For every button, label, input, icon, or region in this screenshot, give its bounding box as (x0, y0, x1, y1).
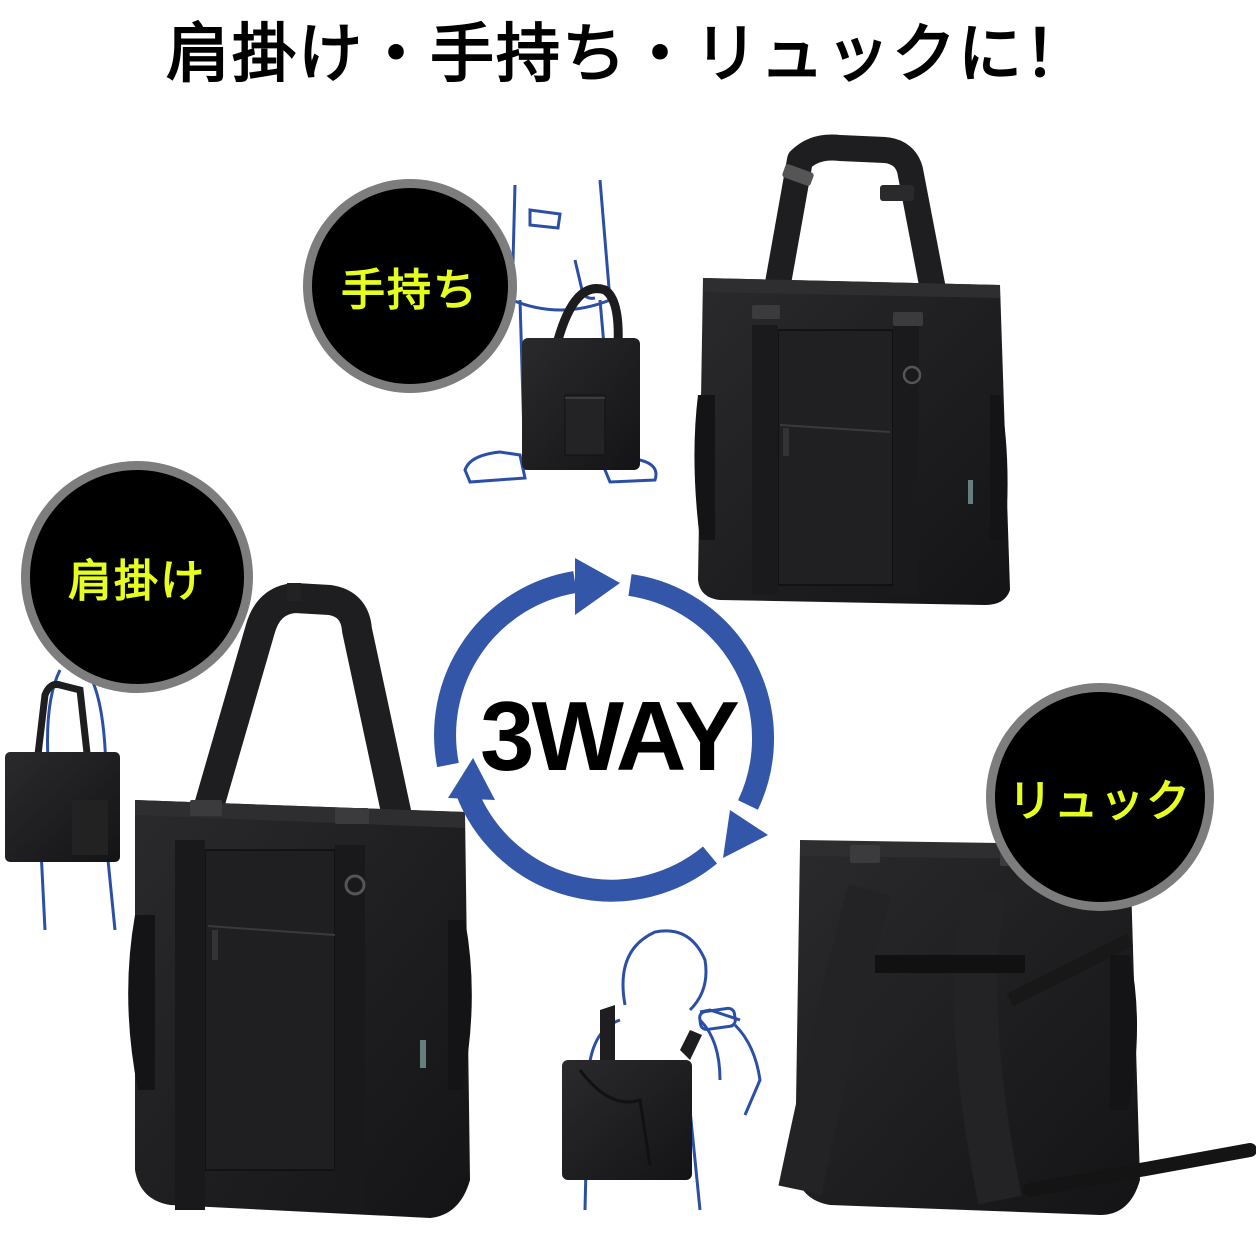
shoulder-carry-small-bag (5, 681, 120, 862)
three-way-label: 3WAY (480, 681, 740, 791)
badge-backpack: リュック (995, 692, 1205, 902)
badge-label: リュック (1008, 776, 1192, 827)
badge-hand-carry: 手持ち (312, 188, 508, 384)
tote-bag-angled-view (128, 583, 472, 1218)
arrow-heads (448, 558, 768, 858)
badge-label: 肩掛け (68, 556, 206, 607)
backpack-person-small-bag (562, 1005, 702, 1180)
tote-bag-front-view (694, 134, 1010, 605)
badge-shoulder-carry: 肩掛け (30, 470, 244, 684)
headline: 肩掛け・手持ち・リュックに！ (166, 18, 1090, 92)
backpack-rear-view (778, 840, 1256, 1215)
badge-label: 手持ち (341, 265, 479, 316)
cycle-arrows-icon (434, 571, 774, 902)
hand-carry-small-bag (522, 284, 640, 470)
